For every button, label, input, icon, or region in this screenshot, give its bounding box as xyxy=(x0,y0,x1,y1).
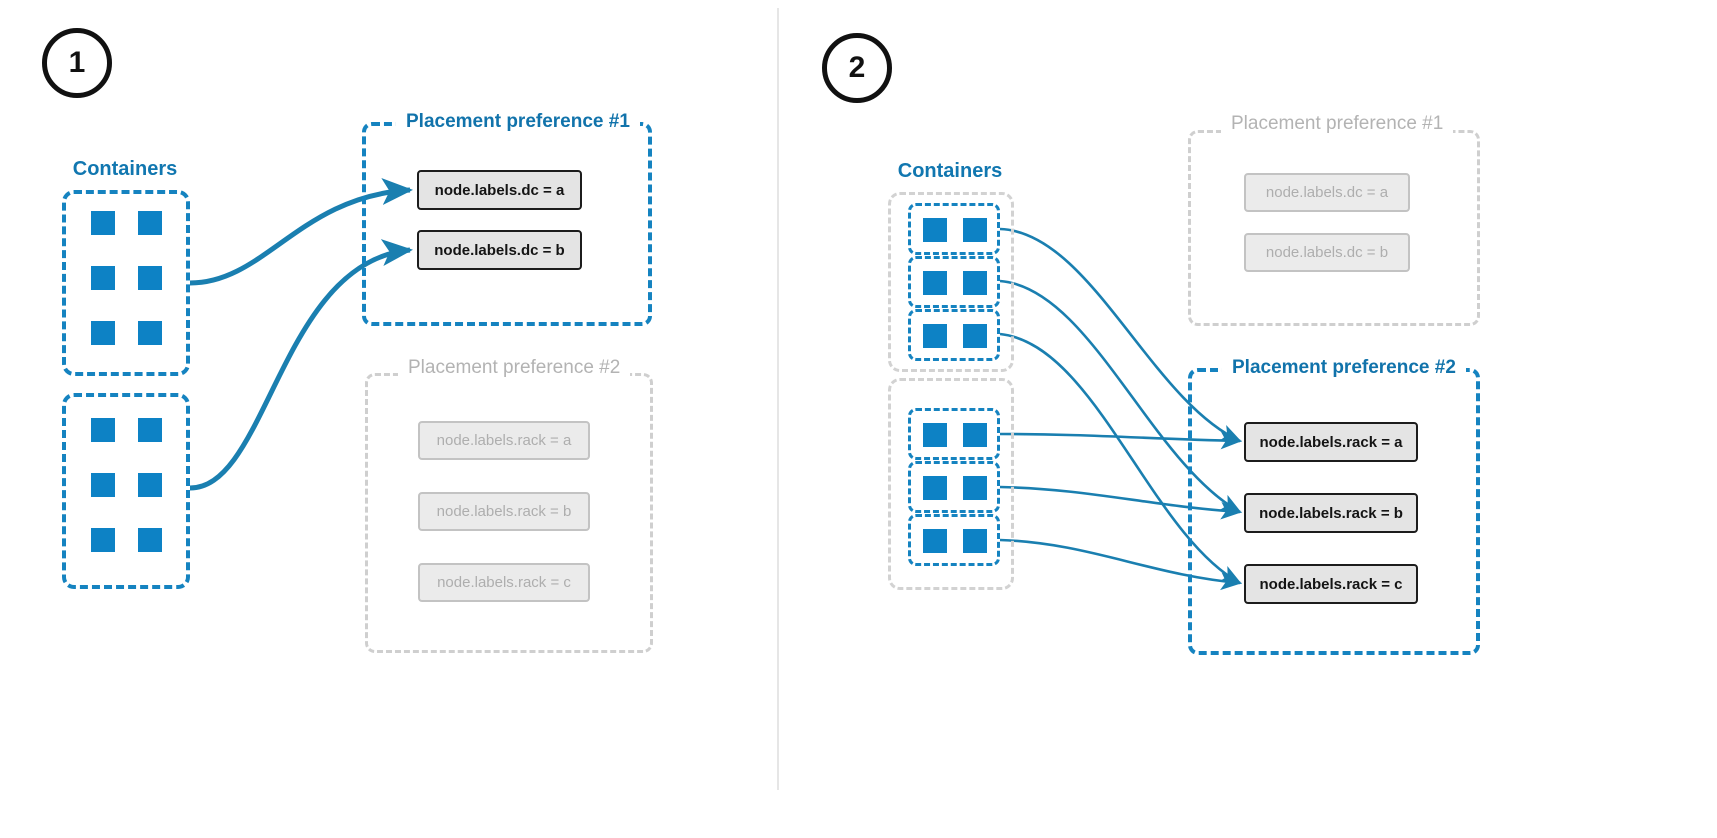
panel1-node-box-rack-a[interactable]: node.labels.rack = a xyxy=(418,421,590,460)
container-square xyxy=(923,423,947,447)
panel2-node-box-rack-c[interactable]: node.labels.rack = c xyxy=(1244,564,1418,604)
container-square xyxy=(91,473,115,497)
container-square xyxy=(138,211,162,235)
container-square xyxy=(963,218,987,242)
panel1-node-box-dc-a[interactable]: node.labels.dc = a xyxy=(417,170,582,210)
panel2-node-box-dc-b[interactable]: node.labels.dc = b xyxy=(1244,233,1410,272)
panel1-group1-row-1 xyxy=(66,206,186,240)
step-badge-2: 2 xyxy=(822,33,892,103)
panel2-placement-preference-1 xyxy=(1188,130,1480,326)
panel2-row-6 xyxy=(908,514,1000,566)
panel1-arrow-group-1-to-dc-a xyxy=(189,178,413,286)
container-square xyxy=(91,211,115,235)
panel1-group2-row-3 xyxy=(66,523,186,557)
panel2-containers-title: Containers xyxy=(897,160,1003,182)
step-badge-1-label: 1 xyxy=(68,46,86,79)
container-square xyxy=(138,266,162,290)
container-square xyxy=(91,266,115,290)
panel2-containers-group-2 xyxy=(888,378,1014,590)
container-square xyxy=(963,271,987,295)
panel1-node-box-rack-c[interactable]: node.labels.rack = c xyxy=(418,563,590,602)
panel-divider xyxy=(777,8,779,790)
panel1-placement-preference-1 xyxy=(362,122,652,326)
panel1-node-box-dc-b[interactable]: node.labels.dc = b xyxy=(417,230,582,270)
container-square xyxy=(138,473,162,497)
panel2-row-5 xyxy=(908,461,1000,513)
container-square xyxy=(963,476,987,500)
panel2-arrow-row-1-to-rack-a xyxy=(999,227,1242,443)
panel1-containers-title: Containers xyxy=(72,158,178,180)
panel2-arrow-row-5-to-rack-b xyxy=(999,485,1243,520)
panel1-node-box-rack-b[interactable]: node.labels.rack = b xyxy=(418,492,590,531)
panel1-containers-group-1 xyxy=(62,190,190,376)
panel2-placement-preference-1-title: Placement preference #1 xyxy=(1221,114,1454,133)
container-square xyxy=(138,418,162,442)
panel1-group2-row-1 xyxy=(66,413,186,447)
panel2-containers-group-1 xyxy=(888,192,1014,372)
panel2-placement-preference-2-title: Placement preference #2 xyxy=(1222,358,1466,377)
panel2-node-box-rack-a[interactable]: node.labels.rack = a xyxy=(1244,422,1418,462)
panel2-arrow-row-6-to-rack-c xyxy=(999,538,1243,591)
panel2-arrow-row-4-to-rack-a xyxy=(999,431,1243,450)
panel1-group1-row-3 xyxy=(66,316,186,350)
step-badge-2-label: 2 xyxy=(848,51,866,84)
panel2-arrow-row-3-to-rack-c xyxy=(999,332,1242,585)
container-square xyxy=(963,423,987,447)
step-badge-1: 1 xyxy=(42,28,112,98)
panel2-row-4 xyxy=(908,408,1000,460)
panel2-node-box-rack-b[interactable]: node.labels.rack = b xyxy=(1244,493,1418,533)
panel1-group1-row-2 xyxy=(66,261,186,295)
container-square xyxy=(923,218,947,242)
container-square xyxy=(91,418,115,442)
container-square xyxy=(91,321,115,345)
panel1-placement-preference-2-title: Placement preference #2 xyxy=(398,358,631,377)
container-square xyxy=(963,324,987,348)
container-square xyxy=(138,528,162,552)
panel2-row-1 xyxy=(908,203,1000,255)
panel2-arrow-row-2-to-rack-b xyxy=(999,279,1242,514)
container-square xyxy=(923,529,947,553)
container-square xyxy=(923,271,947,295)
container-square xyxy=(963,529,987,553)
container-square xyxy=(923,324,947,348)
panel2-node-box-dc-a[interactable]: node.labels.dc = a xyxy=(1244,173,1410,212)
panel2-row-2 xyxy=(908,256,1000,308)
panel1-group2-row-2 xyxy=(66,468,186,502)
container-square xyxy=(138,321,162,345)
container-square xyxy=(91,528,115,552)
panel2-row-3 xyxy=(908,309,1000,361)
container-square xyxy=(923,476,947,500)
panel1-placement-preference-1-title: Placement preference #1 xyxy=(396,112,640,131)
panel1-containers-group-2 xyxy=(62,393,190,589)
